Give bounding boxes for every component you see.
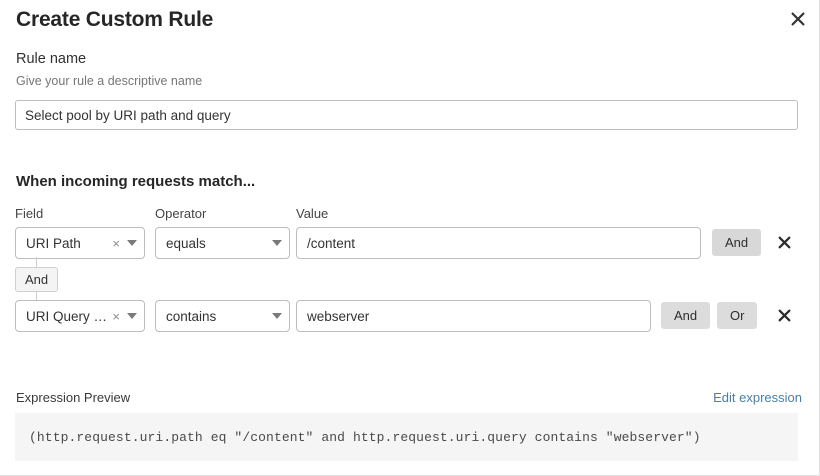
chevron-down-icon: [127, 313, 137, 319]
rule-name-input[interactable]: [15, 100, 798, 130]
field-select-1[interactable]: URI Path ×: [15, 227, 145, 259]
field-select-2[interactable]: URI Query St... ×: [15, 300, 145, 332]
add-and-condition-button-1[interactable]: And: [712, 229, 762, 256]
conditions-heading: When incoming requests match...: [16, 173, 256, 190]
column-header-value: Value: [296, 206, 329, 221]
column-header-operator: Operator: [155, 206, 207, 221]
add-or-condition-button-2[interactable]: Or: [717, 302, 758, 329]
clear-field-icon[interactable]: ×: [112, 235, 120, 251]
operator-select-2[interactable]: contains: [155, 300, 290, 332]
connector-line-bottom: [36, 292, 37, 302]
operator-select-2-value: contains: [166, 308, 217, 324]
column-header-field: Field: [15, 206, 44, 221]
chevron-down-icon: [127, 240, 137, 246]
condition-row: URI Path × equals And: [0, 227, 819, 259]
expression-preview-label: Expression Preview: [16, 390, 131, 405]
delete-condition-button-1[interactable]: [772, 230, 796, 254]
close-icon: [778, 236, 790, 248]
condition-connector: And: [15, 257, 135, 302]
condition-row: URI Query St... × contains And Or: [0, 300, 819, 332]
expression-preview-code: (http.request.uri.path eq "/content" and…: [29, 429, 701, 445]
close-icon: [778, 309, 790, 321]
rule-name-label: Rule name: [16, 51, 87, 67]
value-input-1[interactable]: [296, 227, 701, 259]
connector-and-badge[interactable]: And: [15, 267, 59, 292]
connector-line-top: [36, 257, 37, 267]
field-select-1-value: URI Path: [26, 235, 81, 251]
close-dialog-button[interactable]: [785, 6, 811, 32]
operator-select-1-value: equals: [166, 235, 206, 251]
chevron-down-icon: [272, 240, 282, 246]
page-title: Create Custom Rule: [16, 8, 214, 31]
chevron-down-icon: [272, 313, 282, 319]
value-input-2[interactable]: [296, 300, 651, 332]
delete-condition-button-2[interactable]: [772, 303, 796, 327]
edit-expression-link[interactable]: Edit expression: [713, 390, 802, 405]
close-icon: [791, 12, 805, 26]
expression-preview-box: (http.request.uri.path eq "/content" and…: [15, 413, 798, 461]
operator-select-1[interactable]: equals: [155, 227, 290, 259]
field-select-2-value: URI Query St...: [26, 308, 111, 324]
rule-name-helper-text: Give your rule a descriptive name: [16, 74, 203, 88]
add-and-condition-button-2[interactable]: And: [661, 302, 711, 329]
clear-field-icon[interactable]: ×: [112, 308, 120, 324]
